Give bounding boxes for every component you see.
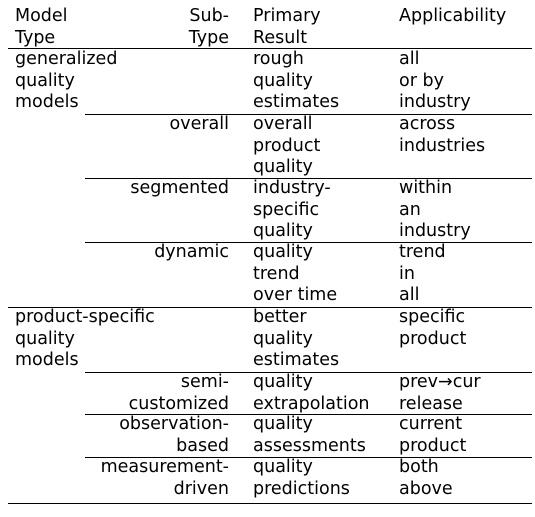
header-sub-type: Sub- Type xyxy=(188,6,229,48)
table-row-primary-result: quality extrapolation xyxy=(253,372,370,414)
table-row-sub-type: segmented xyxy=(130,178,229,198)
header-primary-result: Primary Result xyxy=(253,6,321,48)
row-divider xyxy=(85,372,532,373)
header-rule xyxy=(8,48,532,49)
group-divider xyxy=(8,307,532,308)
table-row-applicability: current product xyxy=(399,414,467,456)
table-row-model-type: generalized quality models xyxy=(15,49,118,112)
table-row-applicability: all or by industry xyxy=(399,49,471,112)
table-row-primary-result: quality predictions xyxy=(253,457,350,499)
table-row-primary-result: overall product quality xyxy=(253,114,321,177)
table-bottom-rule xyxy=(8,503,532,504)
table-row-sub-type: semi- customized xyxy=(128,372,229,414)
row-divider xyxy=(85,242,532,243)
table-row-model-type: product-specific quality models xyxy=(15,307,155,370)
table-row-applicability: trend in all xyxy=(399,242,446,305)
header-model-type: Model Type xyxy=(15,6,68,48)
row-divider xyxy=(85,178,532,179)
row-divider xyxy=(85,414,532,415)
table-row-sub-type: dynamic xyxy=(154,242,229,262)
table-row-primary-result: rough quality estimates xyxy=(253,49,340,112)
table-row-primary-result: quality trend over time xyxy=(253,242,338,305)
table-row-applicability: across industries xyxy=(399,114,486,156)
row-divider xyxy=(85,457,532,458)
table-row-applicability: specific product xyxy=(399,307,467,349)
table-row-primary-result: industry- specific quality xyxy=(253,178,331,241)
table-row-applicability: within an industry xyxy=(399,178,471,241)
table-row-primary-result: quality assessments xyxy=(253,414,366,456)
row-divider xyxy=(85,114,532,115)
table-row-primary-result: better quality estimates xyxy=(253,307,340,370)
header-applicability: Applicability xyxy=(399,6,507,26)
table-row-applicability: both above xyxy=(399,457,453,499)
table-row-sub-type: observation- based xyxy=(119,414,229,456)
table-row-sub-type: overall xyxy=(169,114,229,134)
table-row-sub-type: measurement- driven xyxy=(100,457,229,499)
table-row-applicability: prev→cur release xyxy=(399,372,481,414)
